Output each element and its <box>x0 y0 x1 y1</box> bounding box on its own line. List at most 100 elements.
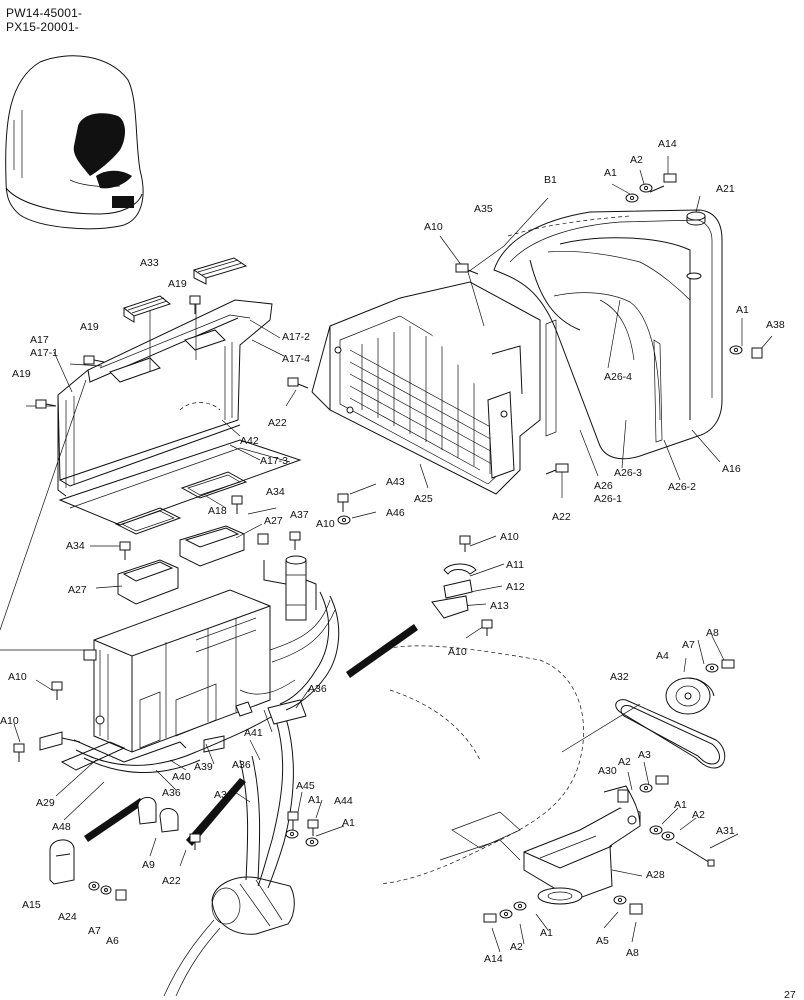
label-A26-3: A26-3 <box>614 467 642 479</box>
engine-outline <box>379 645 584 885</box>
label-A46: A46 <box>386 507 405 519</box>
washer-a1-low2 <box>305 837 319 847</box>
label-A3: A3 <box>638 749 651 761</box>
label-A38: A38 <box>766 319 785 331</box>
label-A48: A48 <box>52 821 71 833</box>
label-A22: A22 <box>552 511 571 523</box>
bolt-a3 <box>655 775 669 785</box>
label-A42: A42 <box>240 435 259 447</box>
label-A18: A18 <box>208 505 227 517</box>
serial-range-1: PW14-45001- <box>6 6 83 20</box>
clamp-a13 <box>431 595 469 619</box>
label-A32: A32 <box>610 671 629 683</box>
washer-a2-low <box>499 909 513 919</box>
label-A10: A10 <box>500 531 519 543</box>
bracket-a15 <box>49 839 75 885</box>
label-A2: A2 <box>692 809 705 821</box>
machine-thumbnail <box>5 55 144 230</box>
label-A19: A19 <box>12 368 31 380</box>
serial-range-2: PX15-20001- <box>6 20 79 34</box>
duct-assembly-a17 <box>57 299 302 526</box>
label-A10: A10 <box>8 671 27 683</box>
label-A39: A39 <box>194 761 213 773</box>
label-A5: A5 <box>596 935 609 947</box>
washer-a5 <box>613 895 627 905</box>
label-A26: A26 <box>594 480 613 492</box>
label-A1: A1 <box>308 794 321 806</box>
pointer-arrows <box>84 624 418 846</box>
washer-a1-top <box>625 193 639 203</box>
label-A17-2: A17-2 <box>282 331 310 343</box>
label-A2: A2 <box>510 941 523 953</box>
label-A1: A1 <box>540 927 553 939</box>
label-A1: A1 <box>342 817 355 829</box>
label-A6: A6 <box>106 935 119 947</box>
label-A10: A10 <box>0 715 19 727</box>
label-A16: A16 <box>722 463 741 475</box>
label-A4: A4 <box>656 650 669 662</box>
fasteners <box>13 173 763 923</box>
bolt-a22-1 <box>287 377 309 389</box>
label-A33: A33 <box>140 257 159 269</box>
bolt-a10-left2 <box>13 743 25 762</box>
label-A14: A14 <box>658 138 677 150</box>
bolt-a19-1 <box>189 295 201 314</box>
label-A19: A19 <box>168 278 187 290</box>
label-B1: B1 <box>544 174 557 186</box>
label-A17-3: A17-3 <box>260 455 288 467</box>
bolt-a34-1 <box>231 495 243 514</box>
bolt-a22-3 <box>189 833 201 850</box>
clip-a37 <box>257 533 269 545</box>
belt-a32 <box>615 699 726 769</box>
bolt-a14-top <box>649 173 677 193</box>
bolt-a10-top <box>455 263 479 275</box>
label-A13: A13 <box>490 600 509 612</box>
louver-a33-1 <box>122 295 172 323</box>
label-A2: A2 <box>618 756 631 768</box>
bolt-a31 <box>675 841 715 867</box>
clamp-a11 <box>443 563 477 575</box>
tubing-right <box>279 591 340 711</box>
label-A1: A1 <box>604 167 617 179</box>
label-A22: A22 <box>268 417 287 429</box>
bolt-a8-low <box>629 903 643 915</box>
label-A31: A31 <box>716 825 735 837</box>
bolt-a22-2 <box>545 463 569 475</box>
bolt-a10-a11 <box>459 535 471 552</box>
washer-a1-right <box>729 345 743 355</box>
condenser-frame-a25 <box>311 281 541 495</box>
label-A15: A15 <box>22 899 41 911</box>
label-A17-4: A17-4 <box>282 353 310 365</box>
bolt-a34-2 <box>119 541 131 560</box>
washer-a7-low <box>100 885 112 895</box>
label-A36: A36 <box>308 683 327 695</box>
part-labels: A1 A2 A14 B1 A21 A35 A10 A33 A19 A19 A17… <box>0 138 796 1000</box>
label-A7: A7 <box>682 639 695 651</box>
label-A40: A40 <box>172 771 191 783</box>
bolt-a19-3 <box>35 399 57 409</box>
label-A19: A19 <box>80 321 99 333</box>
washer-a24 <box>88 881 100 891</box>
label-A27: A27 <box>264 515 283 527</box>
page-number: 27 <box>784 989 796 1000</box>
label-A26-1: A26-1 <box>594 493 622 505</box>
louver-a33-2 <box>192 257 248 285</box>
label-A34: A34 <box>266 486 285 498</box>
label-A11: A11 <box>506 559 524 571</box>
label-A41: A41 <box>244 727 263 739</box>
washer-a2-mid2 <box>661 831 675 841</box>
label-A36: A36 <box>214 789 233 801</box>
label-A12: A12 <box>506 581 525 593</box>
clip-a30 <box>617 789 629 803</box>
duct-a27 <box>117 525 245 605</box>
washer-a1-low1 <box>285 829 299 839</box>
label-A1: A1 <box>674 799 687 811</box>
label-A45: A45 <box>296 780 315 792</box>
label-A24: A24 <box>58 911 77 923</box>
bolt-a6 <box>115 889 127 901</box>
bolt-a44 <box>307 819 319 836</box>
bolt-a38 <box>751 347 763 359</box>
label-A10: A10 <box>448 646 467 658</box>
label-A44: A44 <box>334 795 353 807</box>
